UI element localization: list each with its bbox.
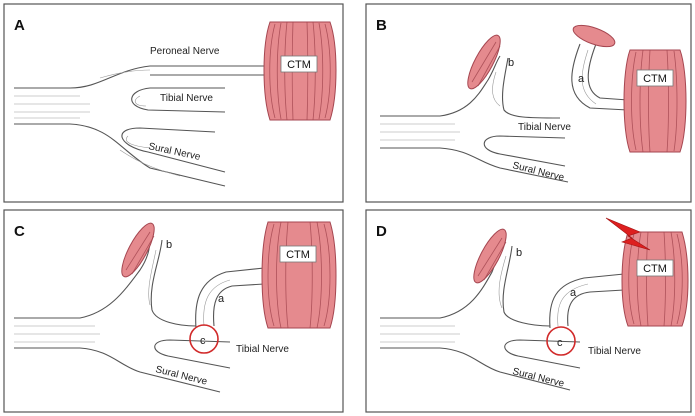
panel-d-label-a: a xyxy=(570,287,577,299)
panel-a-ctm-muscle: CTM xyxy=(264,22,336,120)
panel-b-ctm-muscle: CTM xyxy=(624,50,686,152)
panel-b-tibial-label: Tibial Nerve xyxy=(518,122,571,133)
panel-c-tibial-label: Tibial Nerve xyxy=(236,344,289,355)
panel-c-ctm-label: CTM xyxy=(286,249,310,261)
panel-d-ctm-label: CTM xyxy=(643,263,667,275)
panel-a-ctm-label: CTM xyxy=(287,59,311,71)
panel-c-label-c: c xyxy=(200,335,206,347)
panel-c: C b a Tibial Nerve Sural Nerve c xyxy=(4,210,343,412)
panel-b-label-a: a xyxy=(578,73,585,85)
panel-d-label-b: b xyxy=(516,247,522,259)
panel-c-label-a: a xyxy=(218,293,225,305)
panel-b-letter: B xyxy=(376,17,387,34)
panel-c-letter: C xyxy=(14,223,25,240)
panel-b-label-b: b xyxy=(508,57,514,69)
panel-d: D b a Tibial Nerve Sural Nerve c xyxy=(366,210,691,412)
panel-a-tibial-label: Tibial Nerve xyxy=(160,93,213,104)
panel-d-ctm-muscle: CTM xyxy=(622,232,688,326)
panel-c-ctm-muscle: CTM xyxy=(262,222,336,328)
panel-b-ctm-label: CTM xyxy=(643,73,667,85)
panel-a-peroneal-label: Peroneal Nerve xyxy=(150,46,220,57)
panel-d-letter: D xyxy=(376,223,387,240)
panel-a-letter: A xyxy=(14,17,25,34)
panel-d-tibial-label: Tibial Nerve xyxy=(588,346,641,357)
panel-b: B Tibial Nerve Sural Nerve b a xyxy=(366,4,691,202)
panel-c-label-b: b xyxy=(166,239,172,251)
panel-d-label-c: c xyxy=(557,337,563,349)
panel-a: A Peroneal Nerve Tibial Nerve Sural Nerv… xyxy=(4,4,343,202)
